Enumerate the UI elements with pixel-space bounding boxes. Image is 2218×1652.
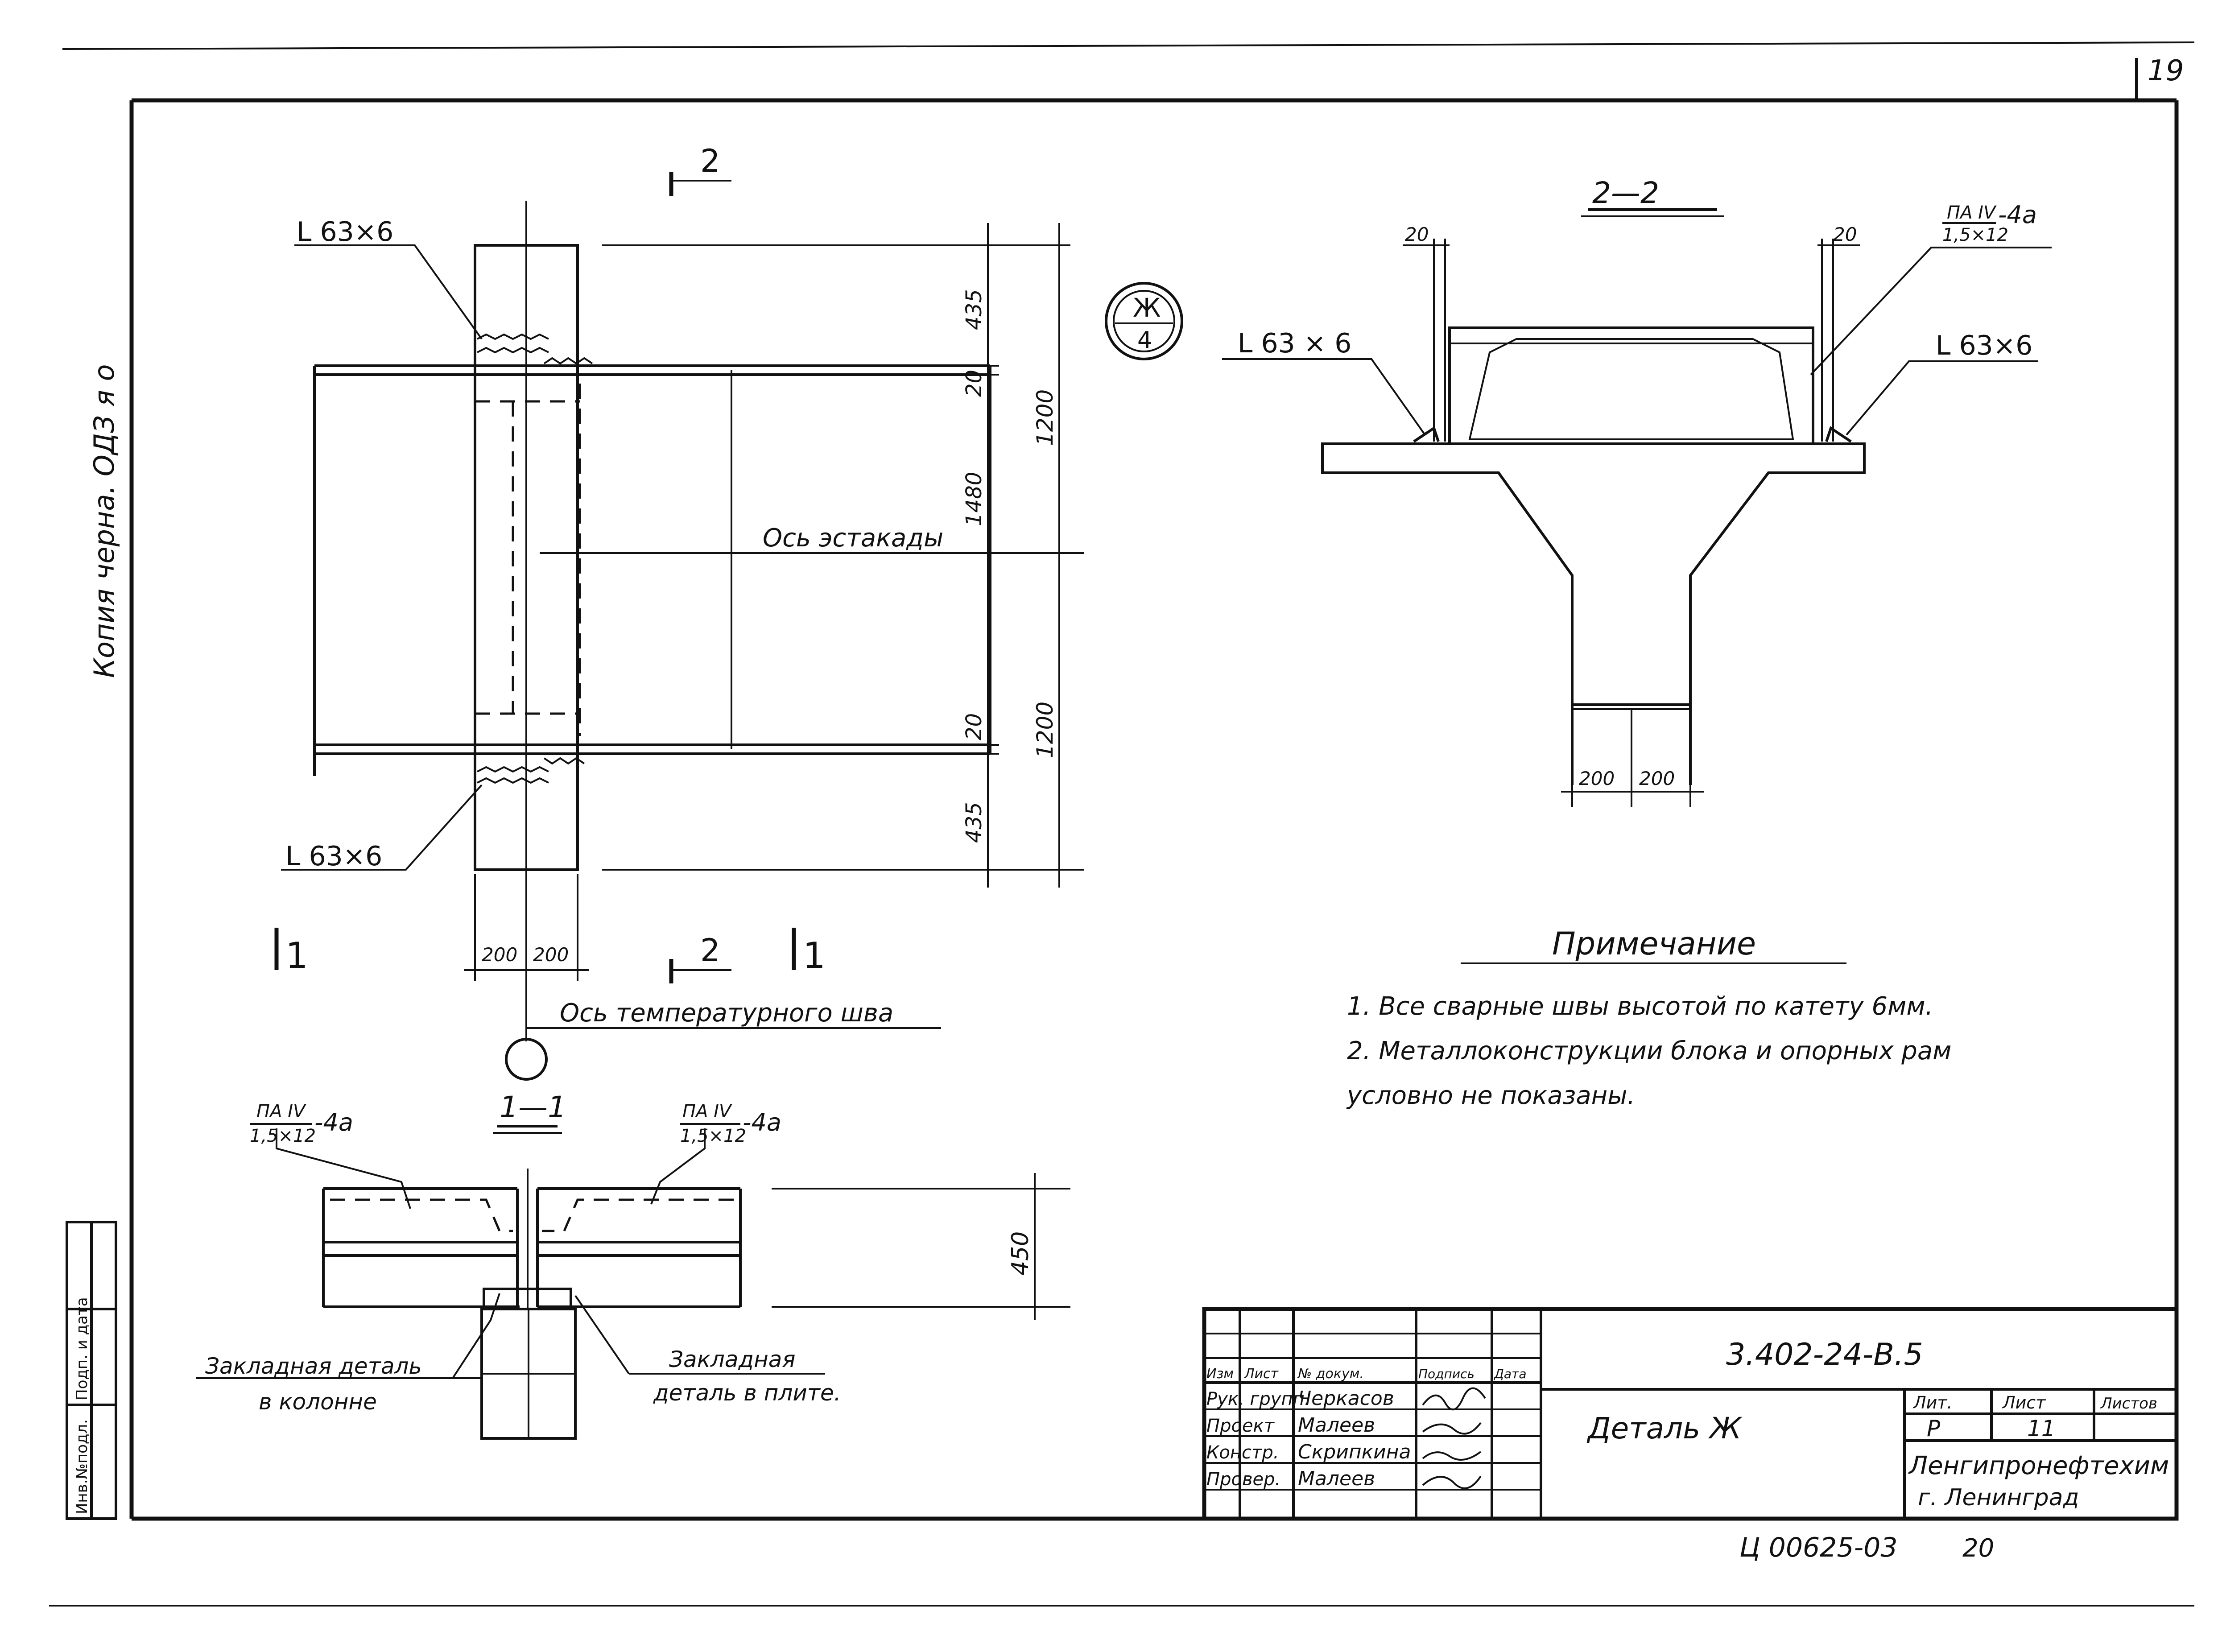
- section-mark-top: 2: [700, 143, 720, 179]
- tb-row2-name: Малеев: [1298, 1414, 1375, 1437]
- tb-header-date: Дата: [1493, 1367, 1527, 1381]
- s22-slab-suffix: -4а: [1998, 201, 2037, 229]
- section-mark-bottom: 2: [700, 932, 720, 969]
- tb-header-list: Лист: [1244, 1366, 1279, 1382]
- s11-height-dim: 450: [1007, 1231, 1034, 1276]
- tb-city: г. Ленинград: [1918, 1484, 2079, 1511]
- tb-signatures: [1422, 1387, 1486, 1489]
- plan-dim-200-left: 200: [482, 944, 517, 966]
- tb-header-sign: Подпись: [1418, 1367, 1475, 1381]
- plan-dim-435-bottom: 435: [962, 802, 987, 843]
- s22-dim-200-right: 200: [1639, 768, 1675, 789]
- plan-dim-1200-bottom: 1200: [1032, 702, 1058, 758]
- section-mark-right: 1: [803, 935, 826, 976]
- temp-joint-label: Ось температурного шва: [560, 999, 893, 1028]
- detail-bubble: [1105, 282, 1183, 360]
- tb-doc-code: 3.402-24-В.5: [1726, 1337, 1923, 1372]
- s11-slab-left-den: 1,5×12: [250, 1126, 316, 1146]
- page-number: 19: [2148, 54, 2184, 87]
- detail-bubble-sheet: 4: [1137, 327, 1152, 354]
- s22-angle-right: L 63×6: [1936, 330, 2032, 361]
- notes-line-3: условно не показаны.: [1346, 1081, 1635, 1110]
- tb-org: Ленгипронефтехим: [1908, 1451, 2169, 1480]
- tb-row1-role: Рук. групп.: [1206, 1389, 1310, 1409]
- plan-dim-435-top: 435: [962, 289, 987, 330]
- side-stamp-cell1: Инв.№подл.: [73, 1419, 91, 1514]
- tb-row3-name: Скрипкина: [1298, 1441, 1411, 1463]
- s11-embed-column-2: в колонне: [259, 1389, 377, 1415]
- s11-embed-slab-1: Закладная: [669, 1346, 795, 1372]
- plan-dim-200-right: 200: [533, 944, 569, 966]
- s11-slab-left-suffix: -4а: [314, 1108, 353, 1136]
- side-stamp-cell2: Подп. и дата: [73, 1297, 91, 1400]
- section-2-2: [1222, 208, 2052, 807]
- tb-stage-value: Р: [1927, 1416, 1941, 1441]
- tb-sheets-label: Листов: [2100, 1395, 2157, 1412]
- title-block: [1202, 1307, 2179, 1521]
- margin-note: Копия черна. ОДЗ я о: [88, 364, 120, 678]
- section-1-1: [196, 1123, 1070, 1440]
- section-1-1-title: 1—1: [500, 1090, 566, 1124]
- s11-slab-left-num: ПА IV: [256, 1101, 306, 1122]
- s11-slab-right-suffix: -4а: [743, 1108, 781, 1136]
- plan-dim-1200-top: 1200: [1032, 389, 1058, 446]
- s22-slab-den: 1,5×12: [1942, 225, 2008, 245]
- notes-line-1: 1. Все сварные швы высотой по катету 6мм…: [1347, 992, 1933, 1021]
- s11-slab-right-den: 1,5×12: [680, 1126, 746, 1146]
- s22-dim-200-left: 200: [1579, 768, 1615, 789]
- section-2-2-title: 2—2: [1592, 176, 1659, 210]
- s11-slab-right-num: ПА IV: [682, 1101, 732, 1122]
- tb-row1-name: Черкасов: [1298, 1387, 1394, 1410]
- tb-header-izm: Изм: [1206, 1366, 1234, 1382]
- tb-row3-role: Констр.: [1206, 1442, 1279, 1463]
- tb-row4-name: Малеев: [1298, 1467, 1375, 1490]
- sheet-border: [49, 41, 2195, 1607]
- plan-dim-1480: 1480: [962, 472, 987, 526]
- plan-angle-top: L 63×6: [297, 216, 393, 248]
- tb-sheet-label: Лист: [2002, 1393, 2046, 1412]
- tb-row2-role: Проект: [1206, 1416, 1275, 1436]
- s22-angle-left: L 63 × 6: [1238, 328, 1351, 359]
- tb-footer-num: 20: [1962, 1534, 1994, 1563]
- plan-axis-label: Ось эстакады: [763, 524, 943, 553]
- plan-dim-20-top: 20: [962, 370, 987, 397]
- notes-line-2: 2. Металлоконструкции блока и опорных ра…: [1347, 1037, 1951, 1066]
- detail-bubble-letter: Ж: [1133, 293, 1161, 323]
- section-mark-left: 1: [285, 935, 308, 976]
- tb-stage-label: Лит.: [1912, 1393, 1953, 1412]
- tb-sheet-value: 11: [2027, 1416, 2056, 1441]
- s22-gap-right: 20: [1833, 223, 1857, 245]
- plan-angle-bottom: L 63×6: [285, 841, 382, 872]
- plan-view: [274, 172, 1084, 1081]
- s22-slab-num: ПА IV: [1947, 202, 1997, 223]
- s11-embed-slab-2: деталь в плите.: [653, 1380, 841, 1406]
- tb-row4-role: Провер.: [1206, 1469, 1280, 1490]
- side-stamp: [66, 1221, 117, 1520]
- s11-embed-column-1: Закладная деталь: [205, 1353, 422, 1379]
- tb-footer-code: Ц 00625-03: [1739, 1532, 1898, 1563]
- plan-dim-20-bottom: 20: [962, 713, 987, 740]
- notes-title: Примечание: [1552, 925, 1756, 962]
- tb-header-doc: № докум.: [1297, 1366, 1364, 1382]
- tb-title: Деталь Ж: [1586, 1411, 1743, 1446]
- s22-gap-left: 20: [1405, 223, 1429, 245]
